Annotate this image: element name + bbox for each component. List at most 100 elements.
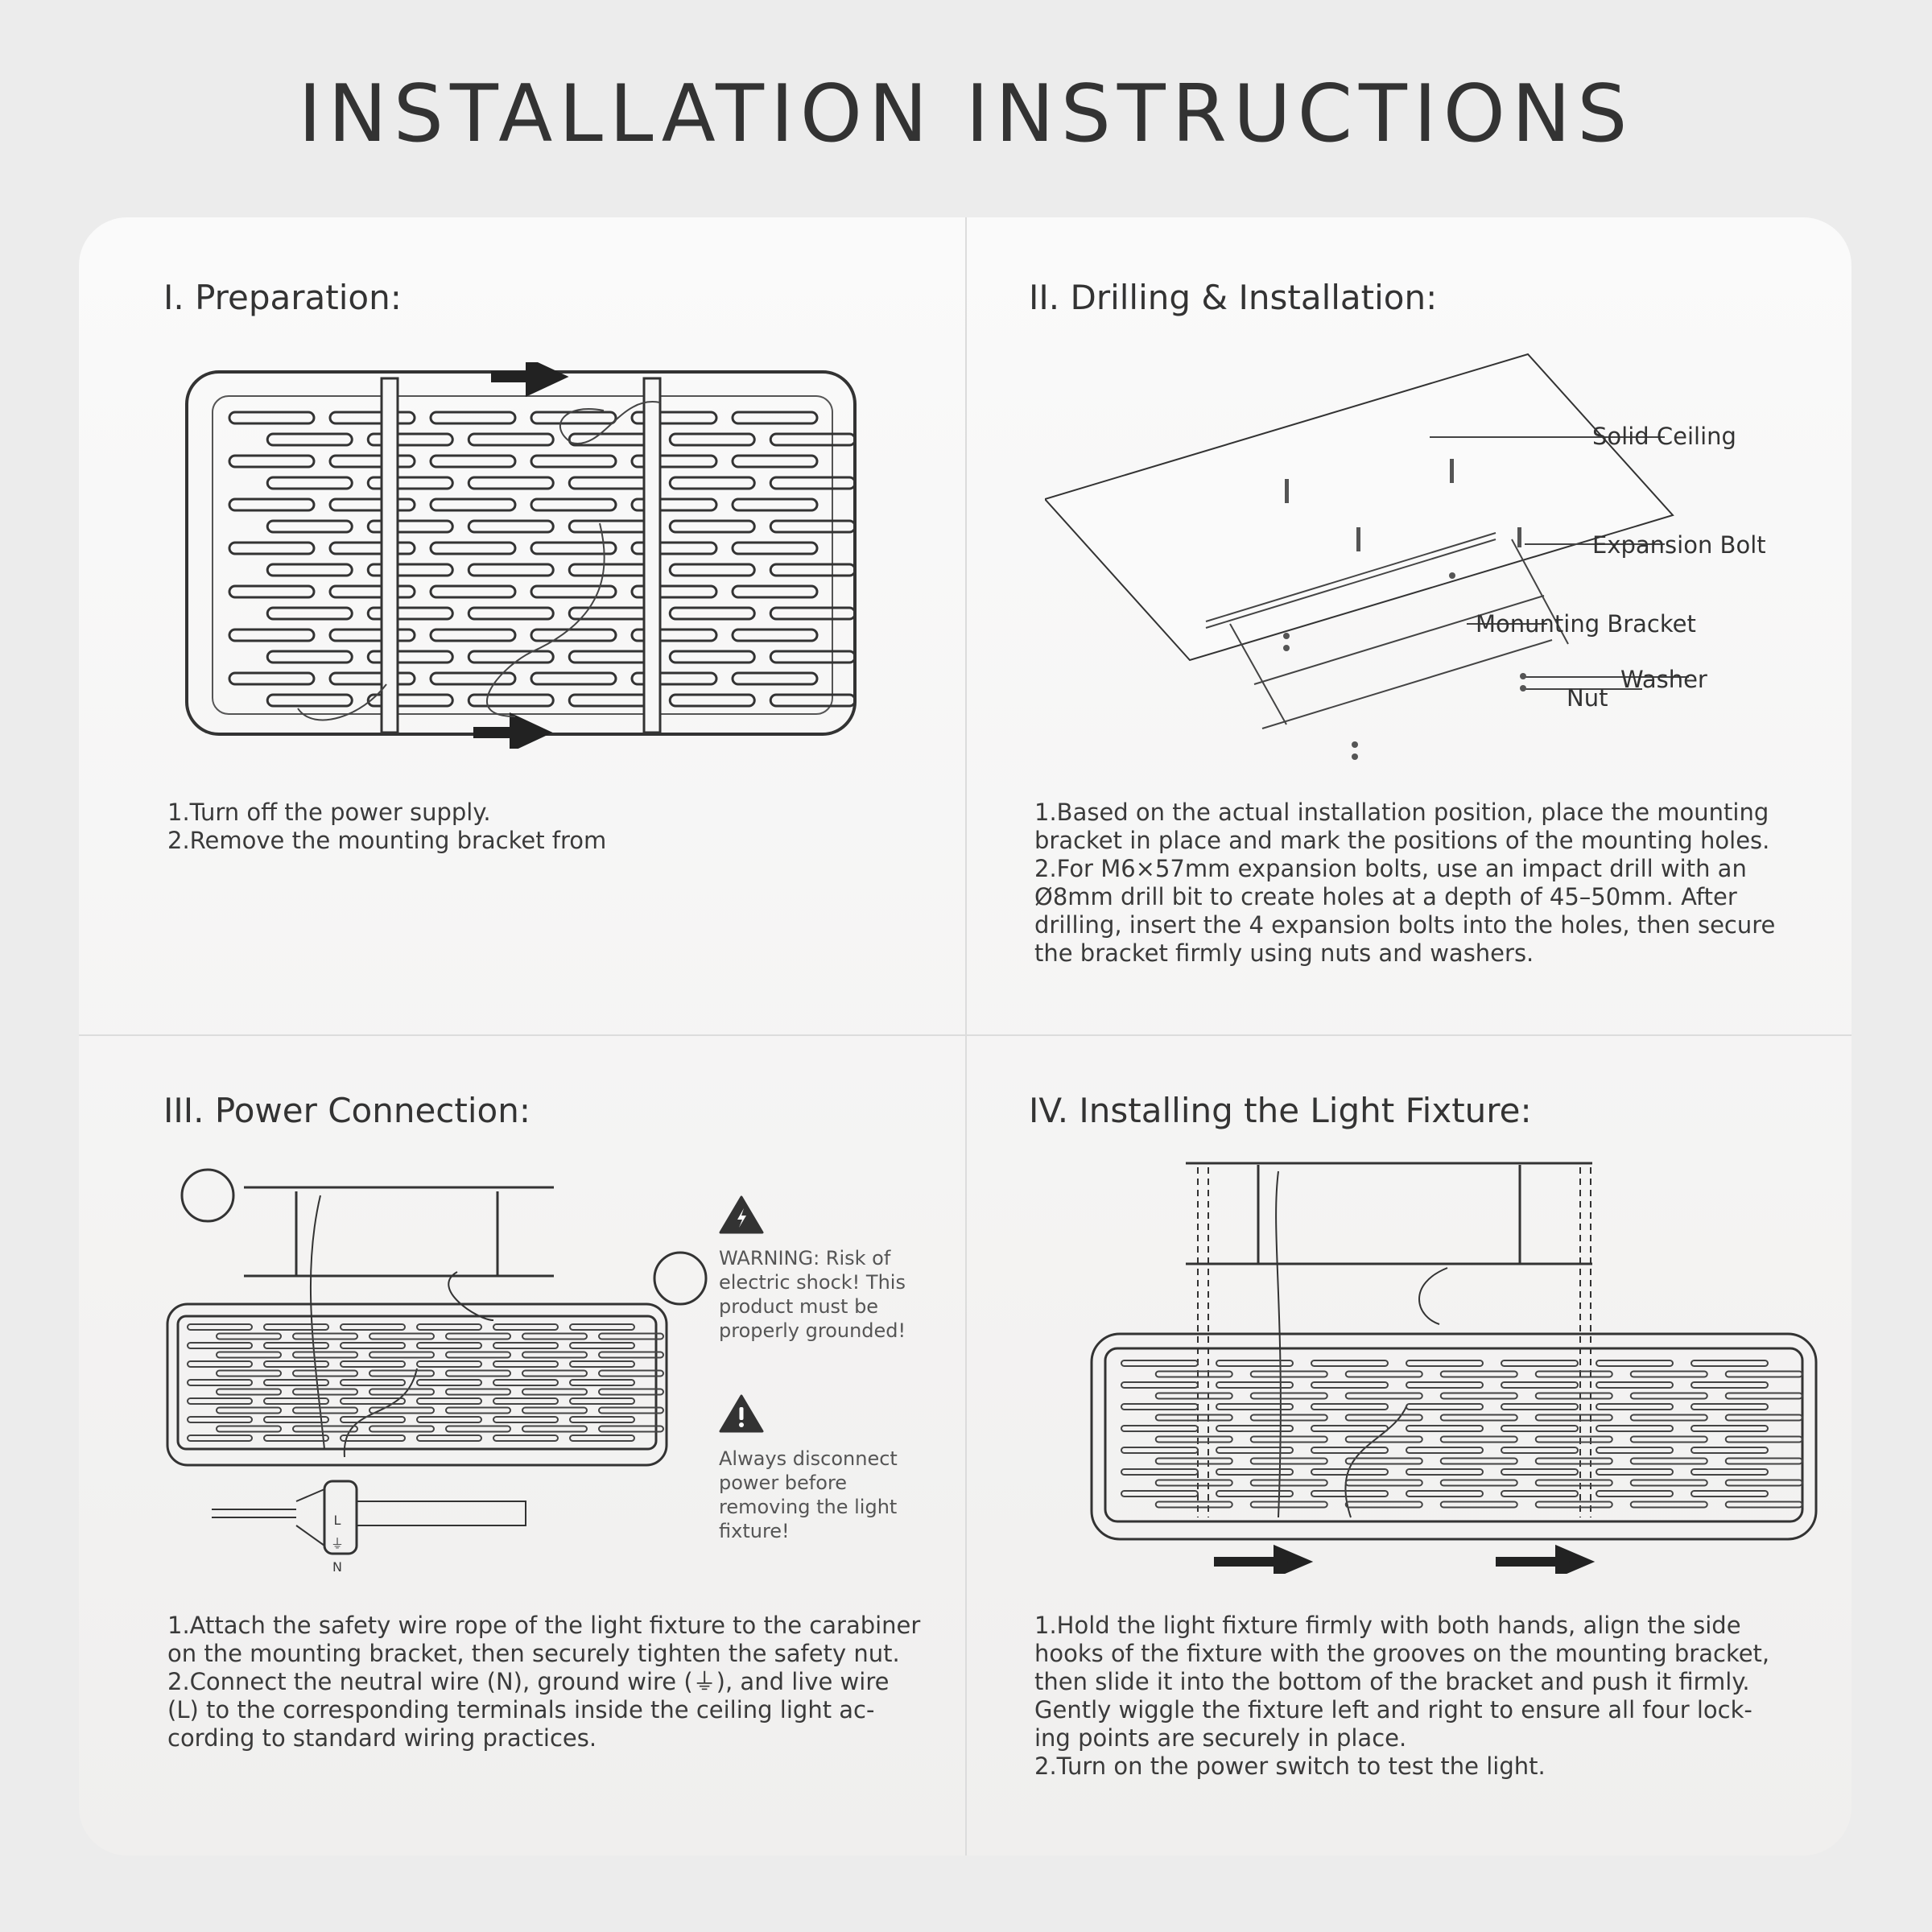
vent-slot bbox=[1311, 1381, 1389, 1389]
vent-slot bbox=[1724, 1414, 1803, 1422]
vent-slot bbox=[216, 1388, 282, 1396]
warning-text: WARNING: Risk of electric shock! This pr… bbox=[719, 1247, 906, 1342]
warning-text: Always disconnect power before removing … bbox=[719, 1447, 898, 1542]
vent-slot bbox=[429, 628, 517, 642]
vent-slot bbox=[630, 411, 718, 425]
vent-slot bbox=[1439, 1392, 1518, 1400]
vent-slot bbox=[522, 1388, 588, 1396]
vent-slot bbox=[1406, 1381, 1484, 1389]
vent-slot bbox=[266, 476, 353, 490]
vent-slot bbox=[1344, 1414, 1423, 1422]
vent-slot bbox=[493, 1416, 559, 1423]
vent-slot bbox=[1406, 1468, 1484, 1476]
vent-slot bbox=[1311, 1360, 1389, 1367]
vent-slot bbox=[216, 1332, 282, 1340]
vent-slot bbox=[569, 1360, 635, 1368]
vent-slot bbox=[340, 1323, 406, 1331]
vent-slot bbox=[369, 1332, 435, 1340]
vent-slot bbox=[769, 432, 857, 447]
vent-slot bbox=[263, 1435, 329, 1442]
vent-slot bbox=[1344, 1457, 1423, 1465]
vent-slot bbox=[598, 1425, 664, 1433]
vent-slot bbox=[569, 1379, 635, 1386]
terminal-ground: ⏚ bbox=[330, 1536, 344, 1551]
vent-slot bbox=[328, 454, 416, 469]
vent-slot bbox=[1121, 1360, 1199, 1367]
vent-slot bbox=[228, 411, 316, 425]
vent-slot bbox=[292, 1388, 358, 1396]
vent-slot bbox=[1216, 1381, 1294, 1389]
step-text: 1.Turn off the power supply. 2.Remove th… bbox=[167, 799, 607, 854]
vent-slot bbox=[266, 563, 353, 577]
terminal-neutral: N bbox=[332, 1559, 342, 1575]
terminal-live: L bbox=[333, 1513, 341, 1528]
vent-slot bbox=[630, 497, 718, 512]
vent-slot bbox=[1121, 1425, 1199, 1432]
vent-slot bbox=[1596, 1447, 1674, 1454]
vent-slot bbox=[416, 1435, 482, 1442]
vent-slot bbox=[1501, 1403, 1579, 1410]
vent-slot bbox=[522, 1351, 588, 1359]
vent-slot bbox=[292, 1425, 358, 1433]
vent-slot bbox=[369, 1351, 435, 1359]
vent-slot bbox=[1311, 1468, 1389, 1476]
vent-slot bbox=[1216, 1468, 1294, 1476]
vent-slot bbox=[445, 1332, 511, 1340]
vent-slot bbox=[769, 563, 857, 577]
vent-slot bbox=[1344, 1479, 1423, 1487]
vent-slot bbox=[416, 1397, 482, 1405]
vent-slot bbox=[668, 476, 756, 490]
vent-slot bbox=[530, 454, 617, 469]
step-text: 1.Based on the actual installation posit… bbox=[1034, 799, 1776, 967]
vent-slot bbox=[292, 1406, 358, 1414]
vent-slot bbox=[366, 519, 454, 534]
vent-slot bbox=[1690, 1447, 1769, 1454]
vent-slot bbox=[263, 1360, 329, 1368]
vent-slot bbox=[187, 1360, 253, 1368]
vent-slot bbox=[1154, 1501, 1233, 1509]
vent-slot bbox=[1690, 1381, 1769, 1389]
vent-slot bbox=[1724, 1435, 1803, 1443]
vent-slot bbox=[1690, 1468, 1769, 1476]
vent-slot bbox=[1690, 1490, 1769, 1497]
vent-slot bbox=[598, 1388, 664, 1396]
vent-slot bbox=[1249, 1414, 1328, 1422]
vent-slot bbox=[1439, 1479, 1518, 1487]
vent-slot bbox=[366, 606, 454, 621]
vent-slot bbox=[630, 584, 718, 599]
vent-slot bbox=[266, 519, 353, 534]
vent-slot bbox=[522, 1406, 588, 1414]
vent-slot bbox=[1216, 1403, 1294, 1410]
vent-slot bbox=[266, 432, 353, 447]
step-text: 1.Hold the light fixture firmly with bot… bbox=[1034, 1612, 1770, 1780]
vent-slot bbox=[731, 671, 819, 686]
vent-slot bbox=[1311, 1425, 1389, 1432]
vent-slot bbox=[467, 650, 555, 664]
vent-slot bbox=[369, 1425, 435, 1433]
vent-slot bbox=[1534, 1457, 1613, 1465]
vent-slot bbox=[568, 693, 655, 708]
vent-slot bbox=[1439, 1457, 1518, 1465]
vent-slot bbox=[598, 1351, 664, 1359]
vent-slot bbox=[569, 1342, 635, 1349]
vent-slot bbox=[340, 1379, 406, 1386]
vent-slot bbox=[1629, 1457, 1708, 1465]
vent-slot bbox=[598, 1369, 664, 1377]
vent-slot bbox=[228, 454, 316, 469]
vent-slot bbox=[1216, 1425, 1294, 1432]
section-heading: III. Power Connection: bbox=[163, 1091, 530, 1130]
vent-slot bbox=[1439, 1435, 1518, 1443]
vent-slot bbox=[328, 497, 416, 512]
vent-slot bbox=[668, 606, 756, 621]
vent-slot bbox=[445, 1369, 511, 1377]
vent-slot bbox=[1154, 1457, 1233, 1465]
vent-slot bbox=[668, 563, 756, 577]
section-heading: I. Preparation: bbox=[163, 278, 402, 317]
vent-slot bbox=[1534, 1479, 1613, 1487]
ceiling-drilling-diagram bbox=[1045, 353, 1689, 760]
vent-slot bbox=[1121, 1490, 1199, 1497]
vent-slot bbox=[467, 519, 555, 534]
vent-slot bbox=[668, 432, 756, 447]
vent-slot bbox=[416, 1416, 482, 1423]
vent-slot bbox=[630, 671, 718, 686]
